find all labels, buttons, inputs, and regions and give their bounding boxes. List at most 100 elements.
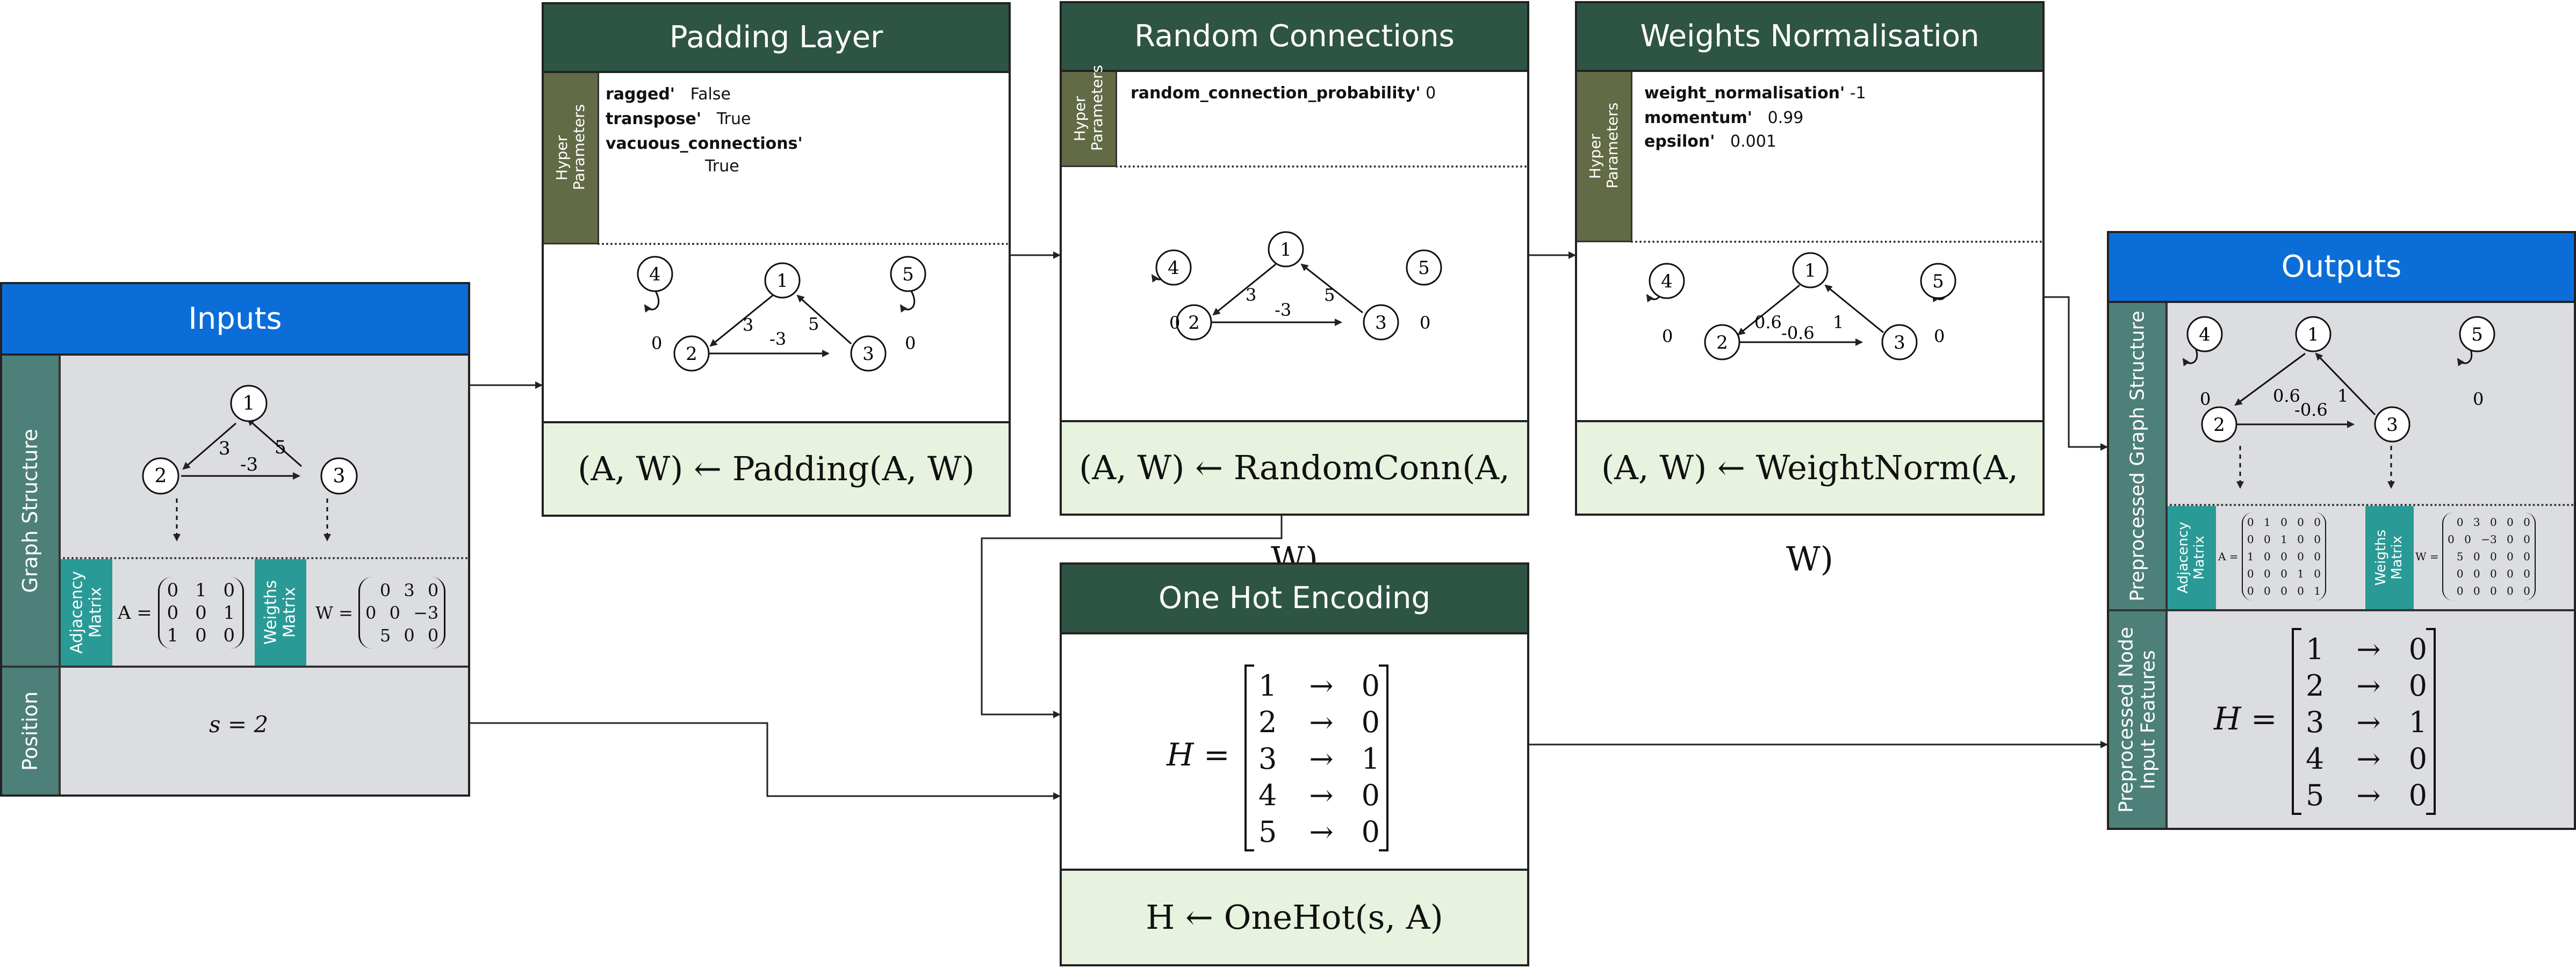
weights-hyper-label: Hyper Parameters [1586, 102, 1621, 189]
svg-text:2: 2 [1188, 312, 1200, 334]
random-param-probability: random_connection_probability' 0 [1131, 84, 1436, 103]
svg-text:1: 1 [243, 393, 255, 415]
random-dotted-divider [1116, 165, 1527, 168]
padding-node-2: 2 [673, 335, 710, 372]
arrow-random-to-onehot [981, 515, 1283, 718]
random-hyper-strip: Hyper Parameters [1062, 65, 1117, 167]
padding-graph: 1 2 3 4 5 3 -3 5 0 0 [637, 256, 926, 372]
inputs-weights-label-box: Weigths Matrix [255, 559, 306, 666]
random-node-4: 4 [1155, 249, 1192, 286]
position-side: Position [2, 668, 61, 794]
weights-param-momentum: momentum' 0.99 [1644, 109, 1804, 127]
onehot-row-5: 5→0 [1258, 815, 1380, 849]
weights-hyper-strip: Hyper Parameters [1577, 72, 1632, 242]
outputs-H-row-2: 2→0 [2306, 669, 2427, 703]
weights-edge-label-31: 1 [1833, 312, 1844, 333]
graph-structure-side: Graph Structure [2, 356, 61, 666]
padding-param-transpose: transpose' True [606, 110, 751, 128]
svg-text:1: 1 [1280, 239, 1292, 261]
arrow-weights-to-outputs [2043, 296, 2108, 451]
svg-text:2: 2 [1716, 332, 1728, 353]
svg-text:1: 1 [776, 270, 788, 292]
weights-node-2: 2 [1704, 324, 1740, 360]
inputs-panel: Inputs Graph Structure Position 1 2 3 3 … [0, 282, 470, 797]
padding-edge-label-44: 0 [651, 333, 662, 353]
padding-edge-label-12: 3 [743, 315, 753, 335]
position-label: Position [18, 691, 42, 771]
inputs-edge-label-31: 5 [275, 437, 286, 458]
inputs-adjacency-label: Adjacency Matrix [67, 571, 105, 654]
outputs-adjacency-label: Adjacency Matrix [2175, 522, 2207, 594]
padding-edge-label-31: 5 [808, 314, 819, 334]
weights-node-4: 4 [1649, 263, 1685, 299]
outputs-node-1: 1 [2295, 316, 2332, 352]
random-edge-label-44: 0 [1169, 313, 1180, 333]
padding-param-ragged: ragged' False [606, 85, 731, 104]
svg-text:5: 5 [1418, 257, 1430, 279]
weights-normalisation-title: Weights Normalisation [1577, 3, 2042, 72]
weights-edge-label-55: 0 [1934, 326, 1945, 346]
inputs-node-3: 3 [320, 457, 358, 495]
outputs-weights-label-box: Weigths Matrix [2365, 506, 2414, 609]
weights-edge-label-23: -0.6 [1781, 323, 1815, 343]
padding-node-5: 5 [890, 256, 926, 292]
outputs-H-row-4: 4→0 [2306, 742, 2427, 776]
weights-param-epsilon: epsilon' 0.001 [1644, 132, 1776, 151]
random-edge-label-23: -3 [1275, 300, 1291, 320]
weights-node-1: 1 [1792, 252, 1829, 288]
svg-text:4: 4 [1168, 257, 1179, 279]
graph-structure-label: Graph Structure [18, 428, 42, 593]
random-edge-label-12: 3 [1246, 285, 1256, 305]
inputs-graph: 1 2 3 3 -3 5 [142, 385, 358, 541]
padding-hyper-strip: Hyper Parameters [544, 73, 599, 244]
outputs-panel: Outputs Preprocessed Graph Structure Pre… [2107, 231, 2576, 830]
weights-formula: (A, W) ← WeightNorm(A, W) [1577, 420, 2042, 579]
outputs-features-side: Preprocessed Node Input Features [2109, 611, 2168, 828]
one-hot-encoding-title: One Hot Encoding [1062, 565, 1527, 634]
padding-param-vacuous-value: True [705, 157, 739, 176]
svg-text:3: 3 [2386, 414, 2398, 436]
outputs-W-matrix: W = 0 3 0 0 0 0 0 −3 0 0 5 0 0 0 0 0 0 0… [2415, 512, 2536, 601]
weights-edge-label-44: 0 [1662, 326, 1673, 346]
onehot-row-3: 3→1 [1258, 742, 1380, 776]
padding-node-3: 3 [850, 335, 887, 372]
padding-hyper-label: Hyper Parameters [552, 104, 588, 190]
weights-graph: 1 2 3 4 5 0.6 -0.6 1 0 0 [1646, 252, 1956, 360]
outputs-adjacency-label-box: Adjacency Matrix [2168, 506, 2216, 609]
outputs-edge-label-23: -0.6 [2294, 400, 2328, 420]
padding-edge-label-55: 0 [905, 333, 916, 353]
svg-text:2: 2 [686, 343, 697, 365]
outputs-graph: 1 2 3 4 5 0.6 -0.6 1 0 0 [2182, 316, 2495, 489]
svg-text:1: 1 [1804, 260, 1816, 281]
weights-normalisation-panel: Weights Normalisation Hyper Parameters w… [1575, 1, 2045, 579]
padding-node-4: 4 [637, 256, 673, 292]
random-formula: (A, W) ← RandomConn(A, W) [1062, 420, 1527, 579]
random-node-2: 2 [1176, 304, 1212, 341]
svg-text:2: 2 [2213, 414, 2225, 436]
inputs-row-divider [2, 666, 468, 668]
padding-node-1: 1 [764, 262, 801, 299]
onehot-H-matrix: 1→0 2→0 3→1 4→0 5→0 [1244, 664, 1388, 851]
random-connections-panel: Random Connections Hyper Parameters rand… [1060, 1, 1529, 579]
random-graph: 1 2 3 4 5 3 -3 5 0 0 [1151, 231, 1442, 341]
svg-text:3: 3 [333, 465, 346, 487]
outputs-H-matrix: 1→0 2→0 3→1 4→0 5→0 [2292, 628, 2436, 815]
outputs-A-matrix: A = 0 1 0 0 0 0 0 1 0 0 1 0 0 0 0 0 0 0 … [2218, 512, 2326, 601]
padding-dotted-divider [598, 243, 1009, 245]
svg-text:4: 4 [1661, 271, 1673, 292]
weights-dotted-divider [1631, 241, 2042, 243]
arrow-position-to-onehot [469, 722, 1061, 800]
padding-layer-panel: Padding Layer Hyper Parameters ragged' F… [542, 2, 1011, 517]
inputs-title: Inputs [2, 284, 468, 356]
outputs-edge-label-31: 1 [2337, 386, 2348, 406]
svg-text:3: 3 [862, 343, 874, 365]
outputs-graph-side: Preprocessed Graph Structure [2109, 303, 2168, 609]
outputs-node-2: 2 [2201, 406, 2237, 443]
outputs-edge-label-44: 0 [2200, 389, 2211, 409]
svg-text:1: 1 [2307, 324, 2319, 345]
onehot-row-2: 2→0 [1258, 705, 1380, 739]
svg-text:4: 4 [2199, 324, 2211, 345]
outputs-H-row-1: 1→0 [2306, 632, 2427, 666]
outputs-features-label: Preprocessed Node Input Features [2115, 626, 2160, 813]
